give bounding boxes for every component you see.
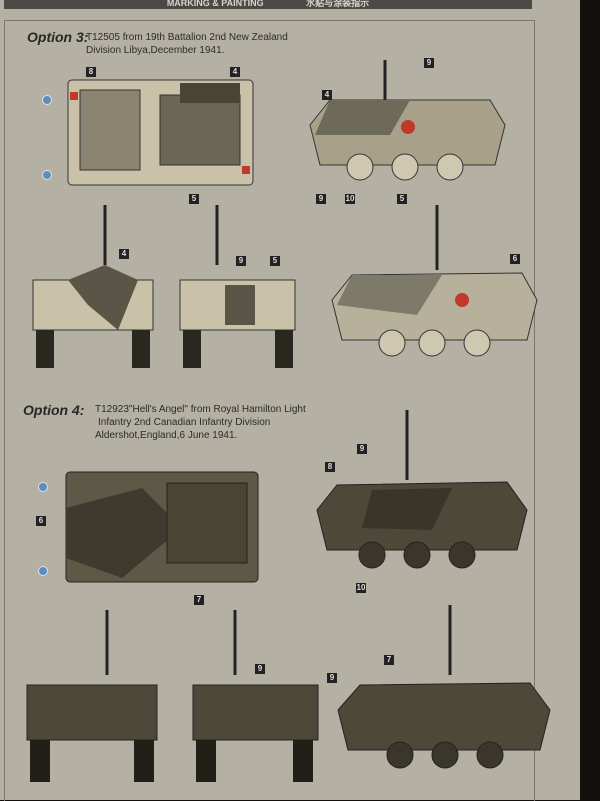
callout: 5	[189, 194, 199, 204]
option3-side-view	[309, 60, 506, 181]
decal-marker	[38, 566, 48, 576]
callout: 6	[36, 516, 46, 526]
option3-top-view	[67, 79, 254, 186]
callout: 8	[86, 67, 96, 77]
callout: 7	[384, 655, 394, 665]
callout: 9	[327, 673, 337, 683]
decal-marker	[242, 166, 250, 174]
option4-desc: T12923"Hell's Angel" from Royal Hamilton…	[95, 403, 306, 442]
header-title: MARKING & PAINTING	[166, 0, 264, 8]
option4-desc-line2: Infantry 2nd Canadian Infantry Division	[98, 417, 271, 428]
callout: 7	[194, 595, 204, 605]
option3-desc-line2: Division Libya,December 1941.	[86, 45, 225, 56]
callout: 9	[424, 58, 434, 68]
option3-label: Option 3:	[27, 29, 89, 45]
decal-marker	[42, 95, 52, 105]
option4-top-view	[65, 471, 259, 583]
decal-marker	[70, 92, 78, 100]
callout: 8	[325, 462, 335, 472]
option4-desc-line3: Aldershot,England,6 June 1941.	[95, 430, 238, 441]
callout: 9	[255, 664, 265, 674]
callout: 4	[322, 90, 332, 100]
option4-side-view-2	[337, 605, 551, 769]
callout: 9	[357, 444, 367, 454]
callout: 4	[230, 67, 240, 77]
option-frame	[4, 20, 535, 801]
option3-side-view-2	[331, 205, 538, 357]
option4-side-view	[316, 410, 528, 569]
header-title-cn: 水贴与涂装指示	[306, 0, 370, 8]
option4-desc-line1: T12923"Hell's Angel" from Royal Hamilton…	[95, 404, 306, 415]
callout: 10	[356, 583, 366, 593]
callout: 5	[397, 194, 407, 204]
callout: 4	[119, 249, 129, 259]
callout: 6	[510, 254, 520, 264]
option3-rear-view	[179, 205, 296, 368]
callout: 10	[345, 194, 355, 204]
decal-marker	[42, 170, 52, 180]
callout: 5	[270, 256, 280, 266]
callout: 9	[236, 256, 246, 266]
option3-desc-line1: T12505 from 19th Battalion 2nd New Zeala…	[86, 32, 288, 43]
option4-front-view	[26, 610, 158, 782]
decal-marker	[38, 482, 48, 492]
option3-desc: T12505 from 19th Battalion 2nd New Zeala…	[86, 31, 288, 57]
option4-label: Option 4:	[23, 402, 85, 418]
instruction-sheet: MARKING & PAINTING 水贴与涂装指示 Option 3: T12…	[0, 0, 580, 801]
callout: 9	[316, 194, 326, 204]
option3-front-view	[32, 205, 154, 368]
option4-rear-view	[192, 610, 319, 782]
section-header: MARKING & PAINTING 水贴与涂装指示	[4, 0, 532, 9]
